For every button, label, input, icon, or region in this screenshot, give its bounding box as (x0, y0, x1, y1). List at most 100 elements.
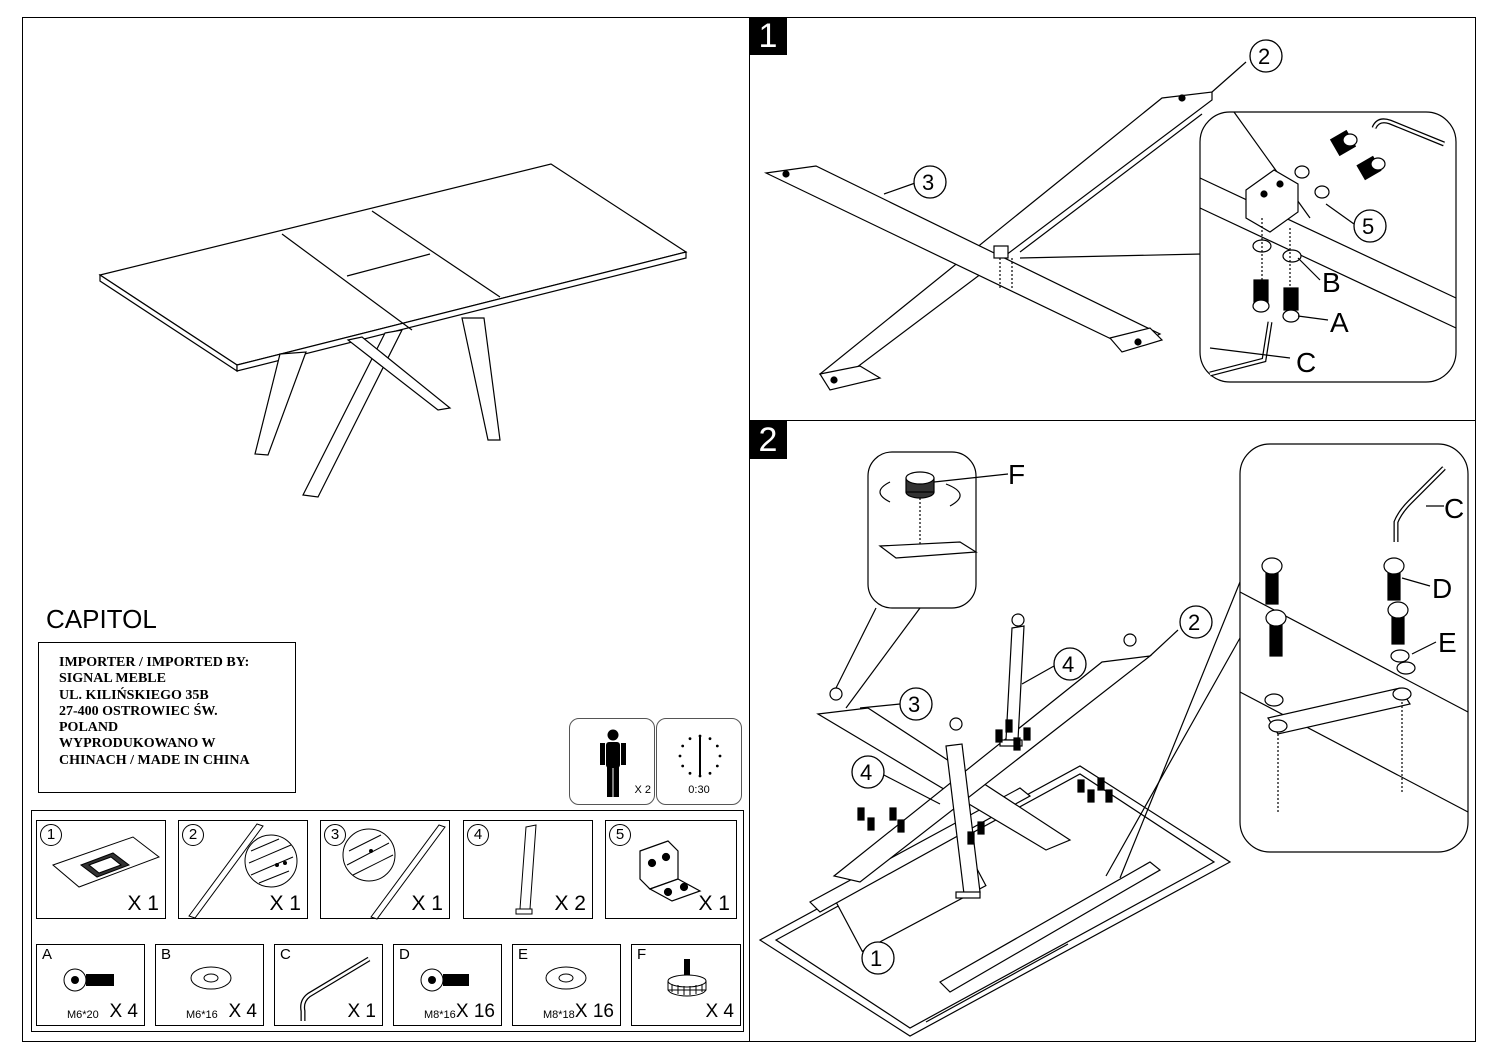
bolt-icon (420, 968, 469, 992)
hardware-cell-e: E M8*18 X 16 (512, 944, 621, 1026)
clock-dot (708, 737, 712, 741)
hardware-qty: X 4 (228, 1001, 257, 1022)
callout-circle (861, 941, 895, 975)
callout-hardware-c: C (1296, 347, 1316, 378)
importer-box: IMPORTER / IMPORTED BY: SIGNAL MEBLE UL.… (38, 642, 296, 793)
callout-hardware-d: D (1432, 573, 1452, 604)
clock-dot (715, 764, 719, 768)
clock-dot (681, 744, 685, 748)
hardware-size: M6*20 (67, 1009, 99, 1021)
leg-post-icon (515, 824, 537, 915)
part-number: 4 (467, 824, 489, 846)
part-qty: X 1 (698, 892, 730, 915)
part-number: 1 (40, 824, 62, 846)
part-qty: X 1 (411, 892, 443, 915)
leg-rail-icon (342, 824, 446, 920)
hardware-cell-d: D M8*16 X 16 (393, 944, 502, 1026)
callout-circle (1249, 39, 1283, 73)
callout-circle (851, 755, 885, 789)
callout-part-3: 3 (908, 692, 920, 717)
hardware-cell-a: A M6*20 X 4 (36, 944, 145, 1026)
clock-dot (678, 754, 682, 758)
callout-part-3: 3 (922, 170, 934, 195)
part-cell-3: 3 X 1 (320, 820, 450, 920)
step-2-illustration: F 2 3 4 4 1 C D E (758, 443, 1469, 1037)
part-qty: X 1 (127, 892, 159, 915)
part-number: 2 (182, 824, 204, 846)
importer-line: WYPRODUKOWANO W (59, 736, 216, 752)
hardware-letter: A (42, 946, 53, 963)
table-top-icon (52, 836, 161, 888)
hardware-letter: D (399, 946, 410, 963)
part-cell-5: 5 X 1 (605, 820, 737, 919)
part-number: 3 (324, 824, 346, 846)
callout-circle (1353, 209, 1387, 243)
callout-part-2: 2 (1188, 610, 1200, 635)
callout-circle (899, 687, 933, 721)
product-title: CAPITOL (46, 604, 157, 634)
allen-key-icon (300, 956, 371, 1021)
clock-dot (718, 754, 722, 758)
clock-dot (715, 744, 719, 748)
part-number: 5 (609, 824, 631, 846)
callout-part-4: 4 (1062, 652, 1074, 677)
persons-card: X 2 (569, 718, 655, 805)
callout-circle (1053, 647, 1087, 681)
importer-line: POLAND (59, 720, 119, 736)
hardware-letter: F (637, 946, 647, 963)
importer-line: UL. KILIŃSKIEGO 35B (59, 687, 209, 703)
table-overview-illustration (98, 163, 688, 498)
clock-dot (688, 771, 692, 775)
clock-dot (681, 764, 685, 768)
parts-list (31, 810, 744, 1032)
callout-hardware-a: A (1330, 307, 1349, 338)
hardware-qty: X 16 (574, 1001, 614, 1022)
time-value: 0:30 (688, 784, 710, 796)
part-cell-4: 4 X 2 (463, 820, 593, 919)
callout-hardware-b: B (1322, 267, 1341, 298)
column-divider (749, 17, 750, 1042)
clock-icon (678, 734, 722, 778)
importer-line: CHINACH / MADE IN CHINA (59, 752, 250, 768)
callout-part-2: 2 (1258, 44, 1270, 69)
hardware-size: M8*18 (543, 1009, 575, 1021)
importer-line: 27-400 OSTROWIEC ŚW. (59, 703, 218, 719)
angle-bracket-icon (639, 840, 702, 902)
washer-icon (190, 966, 232, 990)
hardware-qty: X 16 (455, 1001, 495, 1022)
hardware-qty: X 4 (705, 1001, 734, 1022)
callout-circle (913, 165, 947, 199)
bolt-icon (63, 968, 114, 992)
hardware-size: M6*16 (186, 1009, 218, 1021)
step-1-illustration: 2 3 5 B A C (763, 39, 1457, 391)
callout-part-1: 1 (870, 946, 882, 971)
clock-dot (708, 771, 712, 775)
hardware-size: M8*16 (424, 1009, 456, 1021)
hardware-cell-b: B M6*16 X 4 (155, 944, 264, 1026)
part-cell-1: 1 X 1 (36, 820, 166, 919)
callout-hardware-f: F (1008, 459, 1025, 490)
hardware-cell-f: F X 4 (631, 944, 741, 1026)
part-cell-2: 2 X 1 (178, 820, 308, 919)
leg-rail-icon (188, 823, 298, 919)
part-qty: X 2 (554, 892, 586, 915)
part-qty: X 1 (269, 892, 301, 915)
leveling-foot-icon (667, 959, 707, 997)
persons-count: X 2 (634, 784, 651, 796)
step-2-badge: 2 (749, 421, 787, 459)
callout-circle (1179, 605, 1213, 639)
hardware-letter: C (280, 946, 291, 963)
step-divider (749, 420, 1476, 421)
hardware-letter: E (518, 946, 529, 963)
washer-icon (545, 966, 587, 990)
hardware-letter: B (161, 946, 172, 963)
clock-dot (688, 737, 692, 741)
callout-part-5: 5 (1362, 214, 1374, 239)
callout-hardware-e: E (1438, 627, 1457, 658)
importer-line: IMPORTER / IMPORTED BY: (59, 655, 250, 670)
hardware-qty: X 4 (109, 1001, 138, 1022)
hardware-qty: X 1 (347, 1001, 376, 1022)
callout-hardware-c: C (1444, 493, 1464, 524)
importer-line: SIGNAL MEBLE (59, 671, 166, 687)
person-icon (600, 729, 626, 797)
